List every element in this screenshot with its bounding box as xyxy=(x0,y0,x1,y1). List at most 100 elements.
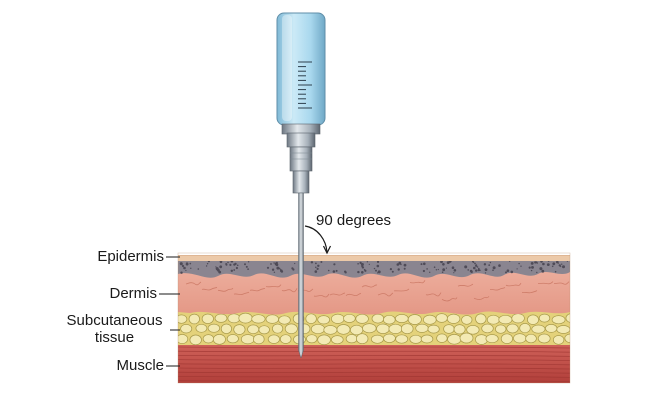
pigment-dot xyxy=(485,268,488,271)
pigment-dot xyxy=(367,261,368,262)
fat-cell xyxy=(462,316,472,325)
pigment-dot xyxy=(404,268,406,270)
pigment-dot xyxy=(333,270,336,273)
skin-cross-section xyxy=(176,253,583,383)
pigment-dot xyxy=(505,271,507,273)
pigment-dot xyxy=(492,269,494,271)
fat-cell xyxy=(181,324,192,333)
pigment-dot xyxy=(488,264,490,266)
pigment-dot xyxy=(377,265,380,268)
pigment-dot xyxy=(561,264,562,265)
fat-cells xyxy=(176,313,583,345)
angle-arrow xyxy=(305,226,331,253)
pigment-dot xyxy=(369,264,370,265)
pigment-dot xyxy=(392,271,394,273)
fat-cell xyxy=(344,314,356,322)
pigment-dot xyxy=(560,266,561,267)
fat-cell xyxy=(221,324,231,334)
pigment-dot xyxy=(453,272,454,273)
fat-cell xyxy=(410,335,422,343)
fat-cell xyxy=(337,325,350,335)
fat-cell xyxy=(423,315,436,324)
fat-cell xyxy=(396,335,408,343)
pigment-dot xyxy=(237,265,239,267)
fat-cell xyxy=(318,316,330,324)
muscle-label: Muscle xyxy=(116,357,164,374)
subcutaneous-label-line2: tissue xyxy=(62,329,167,346)
pigment-dot xyxy=(273,262,274,263)
pigment-dot xyxy=(276,262,278,264)
syringe-collar xyxy=(282,124,320,134)
pigment-dot xyxy=(467,269,469,271)
fat-cell xyxy=(203,335,214,343)
pigment-dot xyxy=(190,263,192,265)
epidermis-layer xyxy=(178,253,570,261)
fat-cell xyxy=(372,314,384,323)
fat-cell xyxy=(383,334,395,343)
pigment-dot xyxy=(529,267,531,269)
fat-cell xyxy=(331,336,343,344)
pigment-dot xyxy=(542,263,545,266)
pigment-dot xyxy=(464,265,467,268)
pigment-dot xyxy=(473,261,475,263)
pigment-dot xyxy=(247,268,249,270)
pigment-dot xyxy=(490,262,491,263)
fat-cell xyxy=(279,316,291,324)
pigment-dot xyxy=(520,266,521,267)
fat-cell xyxy=(437,334,448,343)
fat-cell xyxy=(272,324,282,333)
pigment-dot xyxy=(227,262,229,264)
fat-cell xyxy=(213,334,225,344)
fat-cell xyxy=(377,324,390,334)
pigment-dot xyxy=(364,270,366,272)
needle-base xyxy=(293,171,309,193)
fat-cell xyxy=(190,335,202,345)
fat-cell xyxy=(507,324,519,333)
dermis-label: Dermis xyxy=(110,285,158,302)
pigment-dot xyxy=(434,266,436,268)
fat-cell xyxy=(189,314,200,324)
fat-cell xyxy=(248,325,259,334)
pigment-dot xyxy=(362,266,364,268)
pigment-dot xyxy=(219,265,222,268)
fat-cell xyxy=(482,324,494,333)
pigment-dot xyxy=(231,270,233,272)
pigment-dot xyxy=(531,270,532,271)
pigment-dot xyxy=(185,270,186,271)
pigment-dot xyxy=(518,263,519,264)
pigment-dot xyxy=(183,267,186,270)
pigment-dot xyxy=(423,263,426,266)
pigment-dot xyxy=(270,263,272,265)
pigment-dot xyxy=(507,269,510,272)
pigment-dot xyxy=(180,272,182,274)
fat-cell xyxy=(266,315,279,324)
pigment-dot xyxy=(404,264,407,267)
fat-cell xyxy=(552,316,565,324)
pigment-dot xyxy=(475,269,477,271)
fat-cell xyxy=(239,313,252,323)
pigment-dot xyxy=(436,269,437,270)
fat-cell xyxy=(389,324,402,333)
fat-cell xyxy=(572,324,584,332)
needle xyxy=(299,193,304,358)
fat-cell xyxy=(285,324,297,334)
pigment-dot xyxy=(485,272,486,273)
pigment-dot xyxy=(426,268,428,270)
pigment-dot xyxy=(215,266,216,267)
pigment-dot xyxy=(272,269,274,271)
pigment-dot xyxy=(536,262,538,264)
fat-cell xyxy=(566,314,577,323)
pigment-dot xyxy=(186,263,189,266)
subcutaneous-label: Subcutaneous tissue xyxy=(62,312,167,346)
pigment-dot xyxy=(438,269,439,270)
pigment-dot xyxy=(248,261,249,262)
pigment-dot xyxy=(226,264,228,266)
pigment-dot xyxy=(361,271,364,274)
pigment-dot xyxy=(536,272,537,273)
pigment-dot xyxy=(479,270,480,271)
fat-cell xyxy=(208,324,220,332)
fat-cell xyxy=(527,315,538,325)
fat-cell xyxy=(520,323,531,332)
fat-cell xyxy=(486,335,498,343)
pigment-dot xyxy=(429,272,430,273)
